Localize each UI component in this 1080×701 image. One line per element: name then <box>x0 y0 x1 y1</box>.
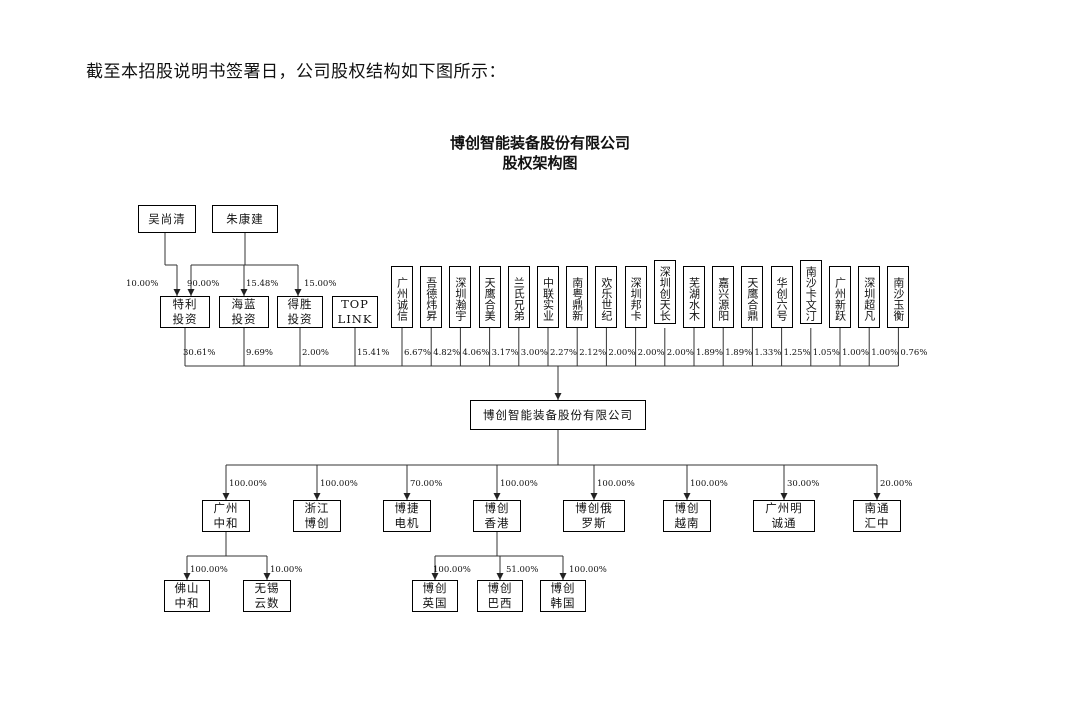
pct-shareholder-6: 4.06% <box>462 348 490 358</box>
pct-shareholder-13: 2.00% <box>666 348 694 358</box>
shareholder-box-2: 得胜投资 <box>277 296 323 328</box>
arrow-head <box>313 493 321 500</box>
pct-subsidiary-4: 100.00% <box>597 479 635 489</box>
subsidiary-box-3: 博创香港 <box>473 500 521 532</box>
intro-text: 截至本招股说明书签署日，公司股权结构如下图所示： <box>86 62 506 82</box>
pct-subsidiary-2: 70.00% <box>410 479 443 489</box>
arrow-head <box>493 493 501 500</box>
pct-subsidiary-3: 100.00% <box>500 479 538 489</box>
arrow-head <box>187 289 195 296</box>
pct-shareholder-7: 3.17% <box>491 348 519 358</box>
pct-shareholder-1: 9.69% <box>246 348 274 358</box>
chart-subtitle: 股权架构图 <box>502 154 578 172</box>
shareholder-box-1: 海蓝投资 <box>219 296 269 328</box>
pct-hk-sub-2: 100.00% <box>569 565 607 575</box>
pct-shareholder-18: 1.05% <box>812 348 840 358</box>
arrow-head <box>240 289 248 296</box>
pct-shareholder-19: 1.00% <box>842 348 870 358</box>
pct-shareholder-21: 0.76% <box>900 348 928 358</box>
pct-hk-sub-1: 51.00% <box>506 565 539 575</box>
arrow-head <box>173 289 181 296</box>
pct-subsidiary-0: 100.00% <box>229 479 267 489</box>
shareholder-box-6: 深圳瀚宇 <box>449 266 472 328</box>
pct-shareholder-17: 1.25% <box>783 348 811 358</box>
gz-sub-box-0: 佛山中和 <box>164 580 210 612</box>
arrow-head <box>590 493 598 500</box>
pct-wu-teli: 10.00% <box>126 279 159 289</box>
arrow-head <box>496 573 504 580</box>
arrow-head <box>222 493 230 500</box>
pct-subsidiary-6: 30.00% <box>787 479 820 489</box>
arrow-head <box>403 493 411 500</box>
shareholder-box-7: 天鹰合美 <box>478 266 501 328</box>
pct-shareholder-9: 2.27% <box>550 348 578 358</box>
subsidiary-box-1: 浙江博创 <box>293 500 341 532</box>
arrow-head <box>683 493 691 500</box>
shareholder-box-13: 深圳创天长 <box>653 260 676 324</box>
chart-title: 博创智能装备股份有限公司 <box>449 134 630 152</box>
shareholder-box-8: 兰氏兄弟 <box>507 266 530 328</box>
pct-shareholder-12: 2.00% <box>637 348 665 358</box>
subsidiary-box-6: 广州明诚通 <box>753 500 815 532</box>
pct-shareholder-11: 2.00% <box>608 348 636 358</box>
pct-shareholder-15: 1.89% <box>725 348 753 358</box>
shareholder-box-4: 广州诚信 <box>391 266 413 328</box>
pct-shareholder-4: 6.67% <box>404 348 432 358</box>
pct-shareholder-8: 3.00% <box>520 348 548 358</box>
subsidiary-box-5: 博创越南 <box>663 500 711 532</box>
shareholder-box-15: 嘉兴源阳 <box>712 266 735 328</box>
hk-sub-box-0: 博创英国 <box>412 580 458 612</box>
pct-gz-sub-1: 10.00% <box>270 565 303 575</box>
shareholder-box-16: 天鹰合鼎 <box>741 266 764 328</box>
subsidiary-box-0: 广州中和 <box>202 500 250 532</box>
shareholder-box-9: 中联实业 <box>537 266 559 328</box>
pct-hk-sub-0: 100.00% <box>433 565 471 575</box>
shareholder-box-20: 深圳超凡 <box>858 266 881 328</box>
subsidiary-box-7: 南通汇中 <box>853 500 901 532</box>
arrow-head <box>263 573 271 580</box>
shareholder-box-10: 南粤鼎新 <box>566 266 589 328</box>
person-box-wu: 吴尚清 <box>138 205 196 233</box>
shareholder-box-11: 欢乐世纪 <box>595 266 618 328</box>
person-box-zhu: 朱康建 <box>212 205 278 233</box>
arrow-head <box>873 493 881 500</box>
shareholder-box-5: 吾德炜昇 <box>420 266 443 328</box>
shareholder-box-17: 华创六号 <box>770 266 793 328</box>
pct-shareholder-16: 1.33% <box>754 348 782 358</box>
pct-shareholder-0: 30.61% <box>183 348 216 358</box>
pct-shareholder-5: 4.82% <box>433 348 461 358</box>
pct-shareholder-2: 2.00% <box>302 348 330 358</box>
arrow-head <box>559 573 567 580</box>
arrow-head <box>554 393 562 400</box>
shareholder-box-14: 芜湖水木 <box>683 266 705 328</box>
shareholder-box-12: 深圳邦卡 <box>624 266 647 328</box>
shareholder-box-19: 广州新跃 <box>829 266 851 328</box>
pct-gz-sub-0: 100.00% <box>190 565 228 575</box>
subsidiary-box-2: 博捷电机 <box>383 500 431 532</box>
shareholder-box-21: 南沙玉衡 <box>887 266 910 328</box>
pct-zhu-teli: 90.00% <box>187 279 220 289</box>
arrow-head <box>294 289 302 296</box>
shareholder-box-0: 特利投资 <box>160 296 210 328</box>
hk-sub-box-2: 博创韩国 <box>540 580 586 612</box>
pct-subsidiary-1: 100.00% <box>320 479 358 489</box>
shareholder-box-18: 南沙卡文汀 <box>799 260 822 324</box>
pct-zhu-hailan: 15.48% <box>246 279 279 289</box>
arrow-head <box>431 573 439 580</box>
pct-zhu-desheng: 15.00% <box>304 279 337 289</box>
arrow-head <box>183 573 191 580</box>
pct-shareholder-3: 15.41% <box>357 348 390 358</box>
pct-shareholder-20: 1.00% <box>871 348 899 358</box>
pct-shareholder-14: 1.89% <box>696 348 724 358</box>
pct-subsidiary-7: 20.00% <box>880 479 913 489</box>
arrow-head <box>780 493 788 500</box>
company-box: 博创智能装备股份有限公司 <box>470 400 646 430</box>
hk-sub-box-1: 博创巴西 <box>477 580 523 612</box>
pct-subsidiary-5: 100.00% <box>690 479 728 489</box>
gz-sub-box-1: 无锡云数 <box>243 580 291 612</box>
pct-shareholder-10: 2.12% <box>579 348 607 358</box>
subsidiary-box-4: 博创俄罗斯 <box>563 500 625 532</box>
